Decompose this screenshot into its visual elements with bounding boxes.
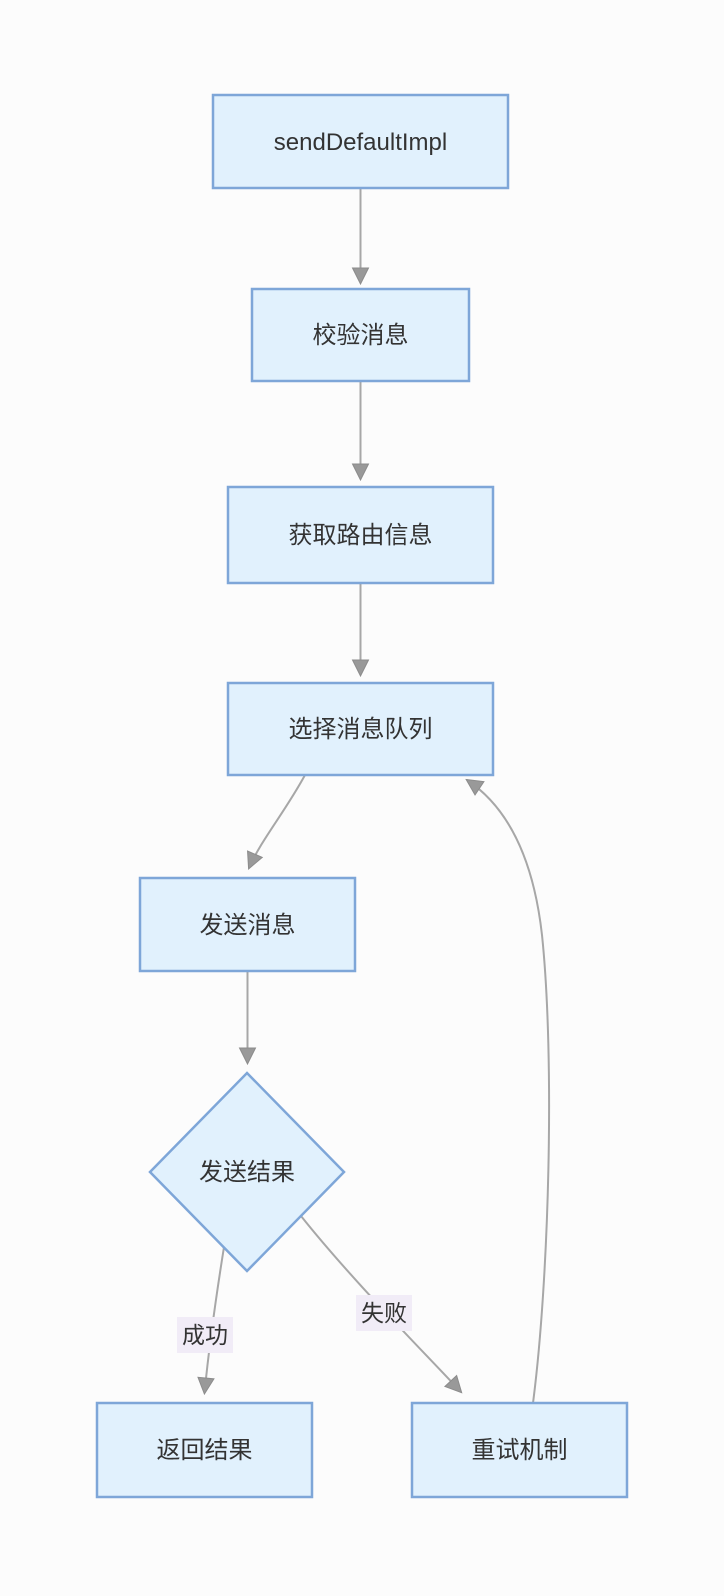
- node-send-message-label: 发送消息: [200, 912, 296, 939]
- node-senddefaultimpl: sendDefaultImpl: [211, 93, 510, 190]
- node-validate-message-box: [250, 287, 471, 383]
- edge-label-success-text: 成功: [182, 1322, 228, 1348]
- node-send-result-diamond: [148, 1071, 346, 1273]
- edge-label-success: 成功: [177, 1317, 233, 1353]
- node-select-queue-label: 选择消息队列: [289, 716, 433, 743]
- node-get-route-info-box: [226, 485, 495, 585]
- node-send-message: 发送消息: [138, 876, 357, 973]
- edge-retry-to-queue-loop: [467, 780, 551, 1404]
- node-senddefaultimpl-box: [211, 93, 510, 190]
- edge-label-fail-bg: [356, 1295, 412, 1331]
- node-validate-message: 校验消息: [250, 287, 471, 383]
- node-return-result-label: 返回结果: [157, 1437, 253, 1464]
- node-return-result-box: [95, 1401, 314, 1499]
- node-send-message-box: [138, 876, 357, 973]
- edge-queue-to-send: [249, 774, 306, 868]
- node-retry-mechanism-label: 重试机制: [472, 1437, 568, 1464]
- node-get-route-info-label: 获取路由信息: [289, 522, 433, 549]
- node-validate-message-label: 校验消息: [313, 322, 409, 349]
- node-send-result-label: 发送结果: [199, 1159, 295, 1186]
- node-select-queue: 选择消息队列: [226, 681, 495, 777]
- node-senddefaultimpl-label: sendDefaultImpl: [274, 129, 447, 156]
- node-select-queue-box: [226, 681, 495, 777]
- node-get-route-info: 获取路由信息: [226, 485, 495, 585]
- node-send-result-decision: 发送结果: [148, 1071, 346, 1273]
- node-retry-mechanism-box: [410, 1401, 629, 1499]
- edge-label-fail: 失败: [356, 1295, 412, 1331]
- edge-label-success-bg: [177, 1317, 233, 1353]
- node-retry-mechanism: 重试机制: [410, 1401, 629, 1499]
- node-return-result: 返回结果: [95, 1401, 314, 1499]
- edge-label-fail-text: 失败: [361, 1300, 407, 1326]
